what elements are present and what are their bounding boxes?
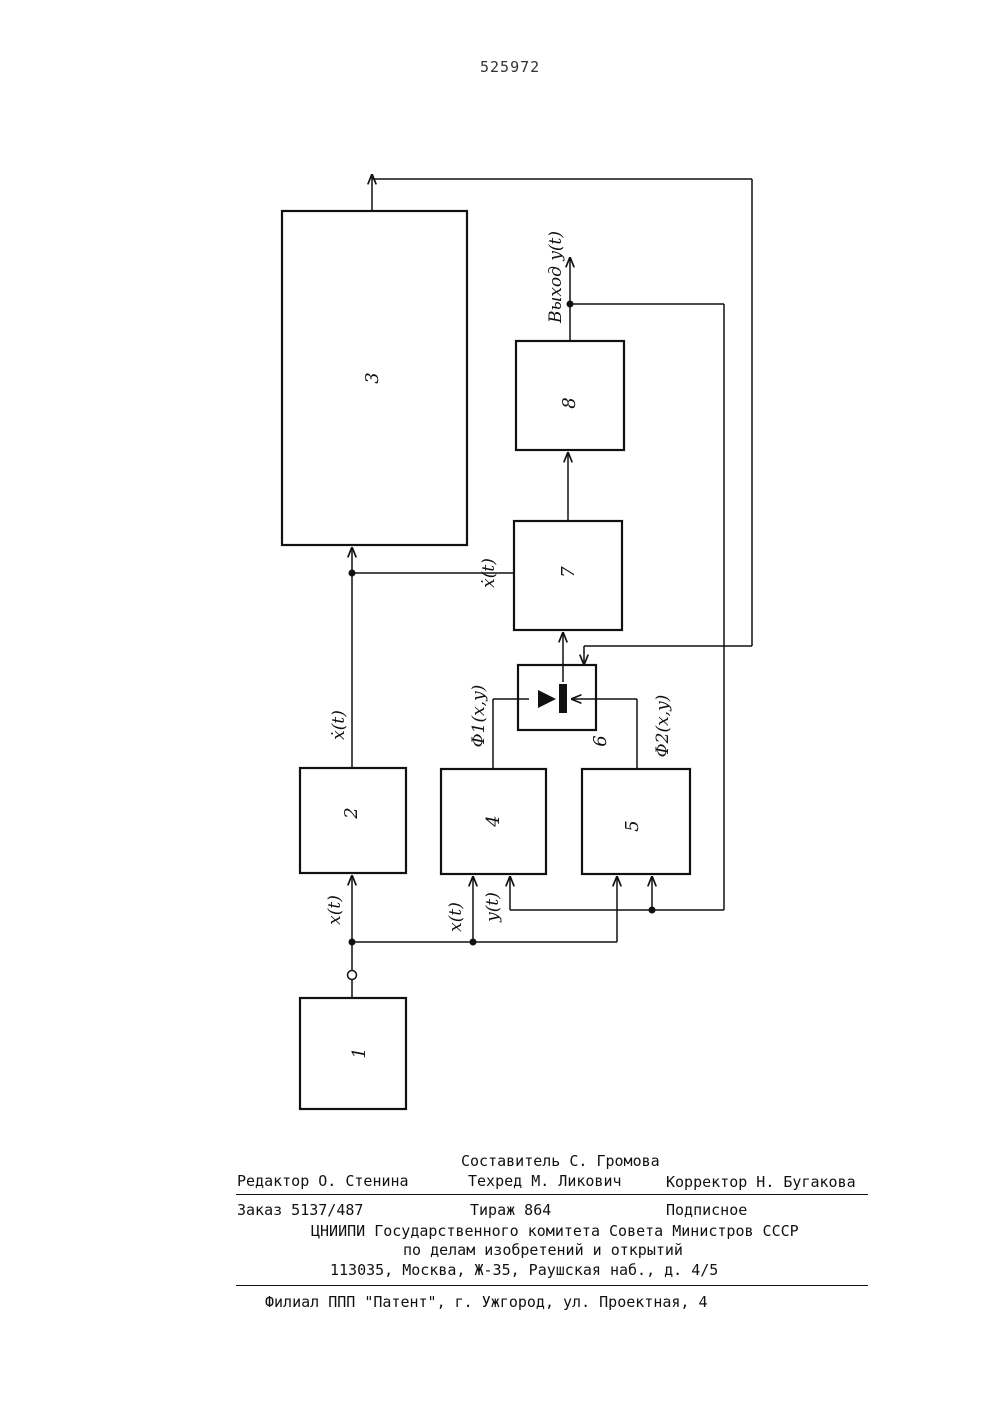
imprint-order: Заказ 5137/487 (237, 1201, 363, 1219)
signal-output: Выход y(t) (546, 231, 566, 324)
signal-phi1: Φ1(x,y) (469, 685, 489, 748)
signal-x-t-4: x(t) (446, 902, 466, 932)
imprint-subscription: Подписное (666, 1201, 747, 1219)
block-7-label: 7 (558, 566, 579, 578)
imprint-circulation: Тираж 864 (470, 1201, 551, 1219)
block-6-rect (518, 665, 596, 730)
imprint-branch: Филиал ППП "Патент", г. Ужгород, ул. Про… (265, 1293, 708, 1311)
imprint-compiler: Составитель С. Громова (461, 1152, 660, 1170)
imprint-techred: Техред М. Ликович (468, 1172, 622, 1190)
block-8-rect (516, 341, 624, 450)
block-6-label: 6 (590, 735, 611, 746)
block-8-label: 8 (559, 397, 580, 408)
imprint-org-line1: ЦНИИПИ Государственного комитета Совета … (311, 1222, 799, 1240)
block-4-label: 4 (483, 815, 504, 827)
imprint-divider-2 (236, 1285, 868, 1286)
block-2-label: 2 (341, 807, 362, 819)
imprint-editor: Редактор О. Стенина (237, 1172, 409, 1190)
signal-phi2: Φ2(x,y) (653, 695, 673, 758)
imprint-address: 113035, Москва, Ж-35, Раушская наб., д. … (330, 1261, 718, 1279)
block-5-label: 5 (622, 820, 643, 831)
signal-x-t-main: x(t) (325, 895, 345, 925)
block-1-label: 1 (349, 1047, 370, 1058)
block-3-label: 3 (362, 372, 383, 383)
signal-xdot-t: ẋ(t) (329, 710, 349, 740)
imprint-corrector: Корректор Н. Бугакова (666, 1173, 856, 1191)
block-2-rect (300, 768, 406, 873)
imprint-divider-1 (236, 1194, 868, 1195)
signal-y-t-4: y(t) (483, 892, 503, 923)
diode-icon (538, 684, 567, 713)
imprint-org-line2: по делам изобретений и открытий (403, 1241, 683, 1259)
signal-xdot-t-7: ẋ(t) (479, 558, 499, 588)
